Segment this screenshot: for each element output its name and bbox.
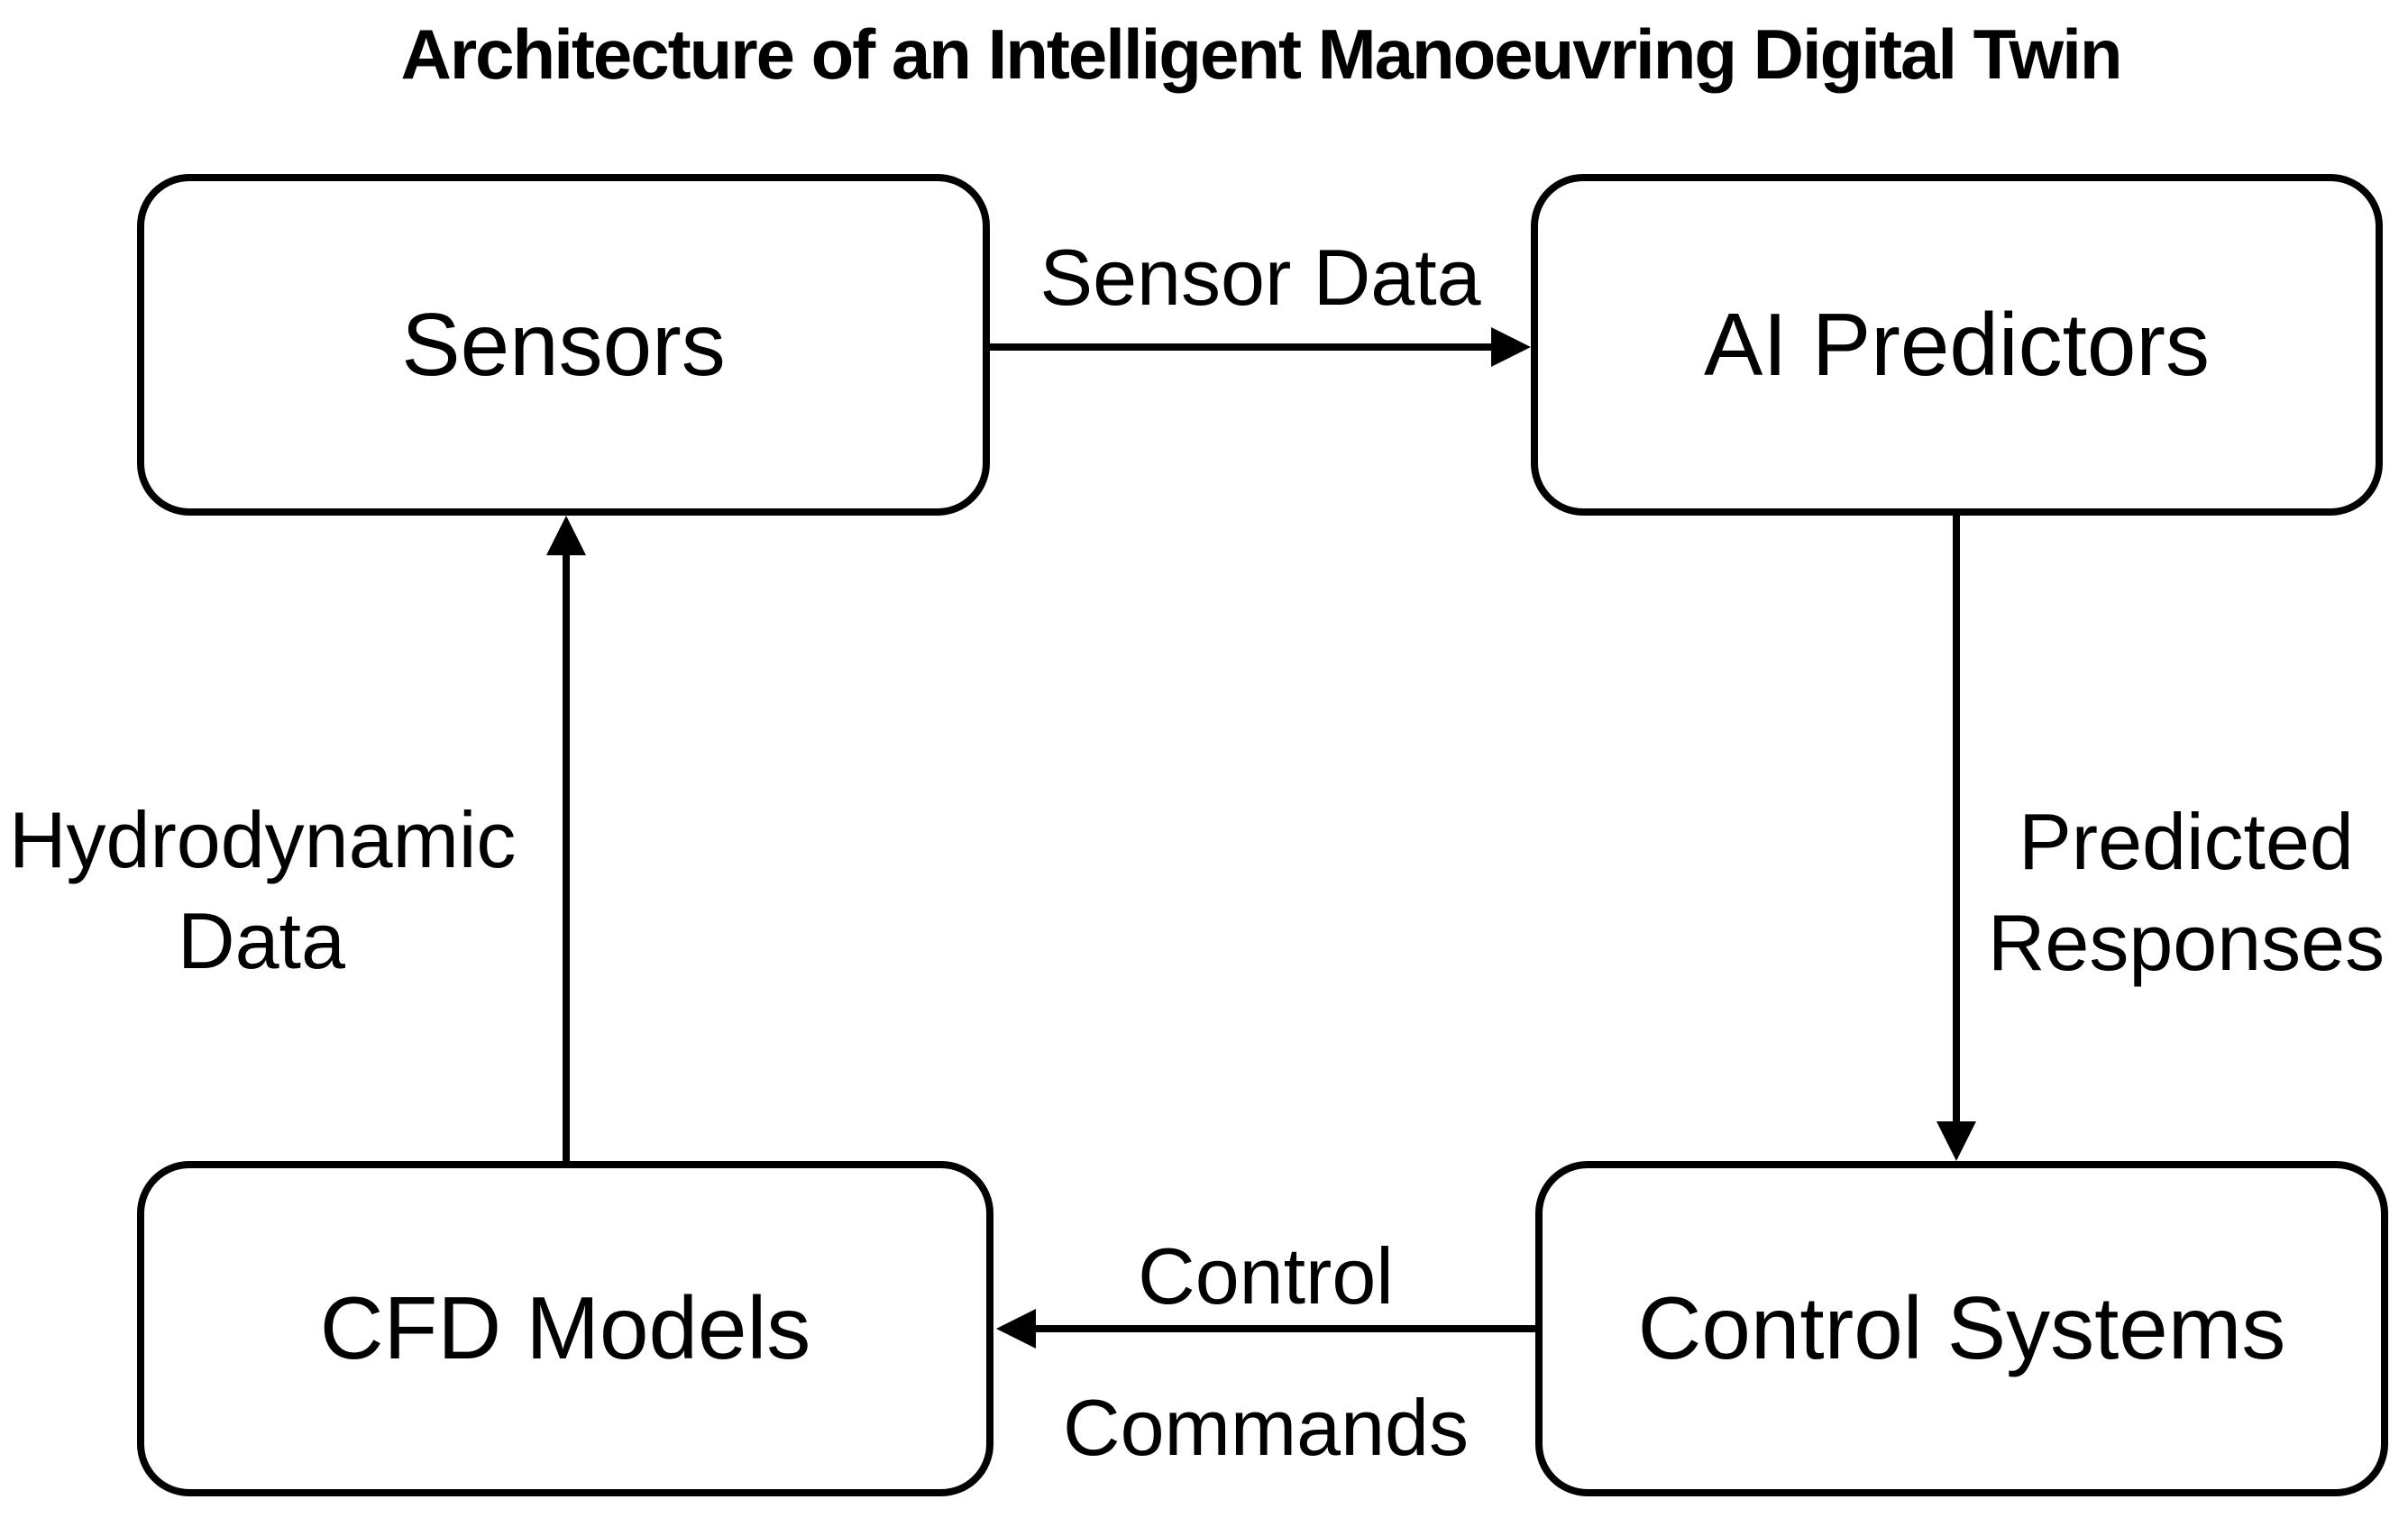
arrow-control-commands-head-left-icon	[996, 1309, 1036, 1349]
node-control-systems: Control Systems	[1535, 1161, 2388, 1496]
edge-label-sensor-data: Sensor Data	[1039, 233, 1481, 322]
edge-label-commands: Commands	[1063, 1383, 1469, 1472]
edge-label-hydrodynamic-line1: Hydrodynamic	[9, 795, 517, 884]
arrow-hydrodynamic-data-head-up-icon	[546, 516, 586, 555]
arrow-hydrodynamic-data-line	[563, 548, 570, 1161]
arrow-sensor-data-line	[990, 343, 1500, 351]
edge-label-control: Control	[1138, 1231, 1394, 1321]
arrow-control-commands-line	[1029, 1325, 1535, 1332]
node-sensors-label: Sensors	[401, 294, 726, 394]
edge-label-predicted-responses: Predicted Responses	[1974, 791, 2398, 993]
edge-label-hydrodynamic-line2: Data	[178, 896, 345, 985]
node-cfd-models-label: CFD Models	[319, 1278, 811, 1378]
node-ai-predictors-label: AI Predictors	[1704, 294, 2210, 394]
node-control-systems-label: Control Systems	[1637, 1278, 2286, 1378]
edge-label-predicted-line1: Predicted	[2019, 797, 2354, 886]
arrow-predicted-responses-line	[1953, 516, 1960, 1129]
edge-label-hydrodynamic-data: Hydrodynamic Data	[9, 790, 517, 992]
arrow-predicted-responses-head-down-icon	[1936, 1121, 1976, 1161]
node-cfd-models: CFD Models	[137, 1161, 993, 1496]
edge-label-predicted-line2: Responses	[1987, 898, 2385, 987]
node-sensors: Sensors	[137, 174, 990, 516]
diagram-title: Architecture of an Intelligent Manoeuvri…	[400, 14, 2122, 94]
node-ai-predictors: AI Predictors	[1531, 174, 2383, 516]
arrow-sensor-data-head-right-icon	[1491, 327, 1531, 367]
